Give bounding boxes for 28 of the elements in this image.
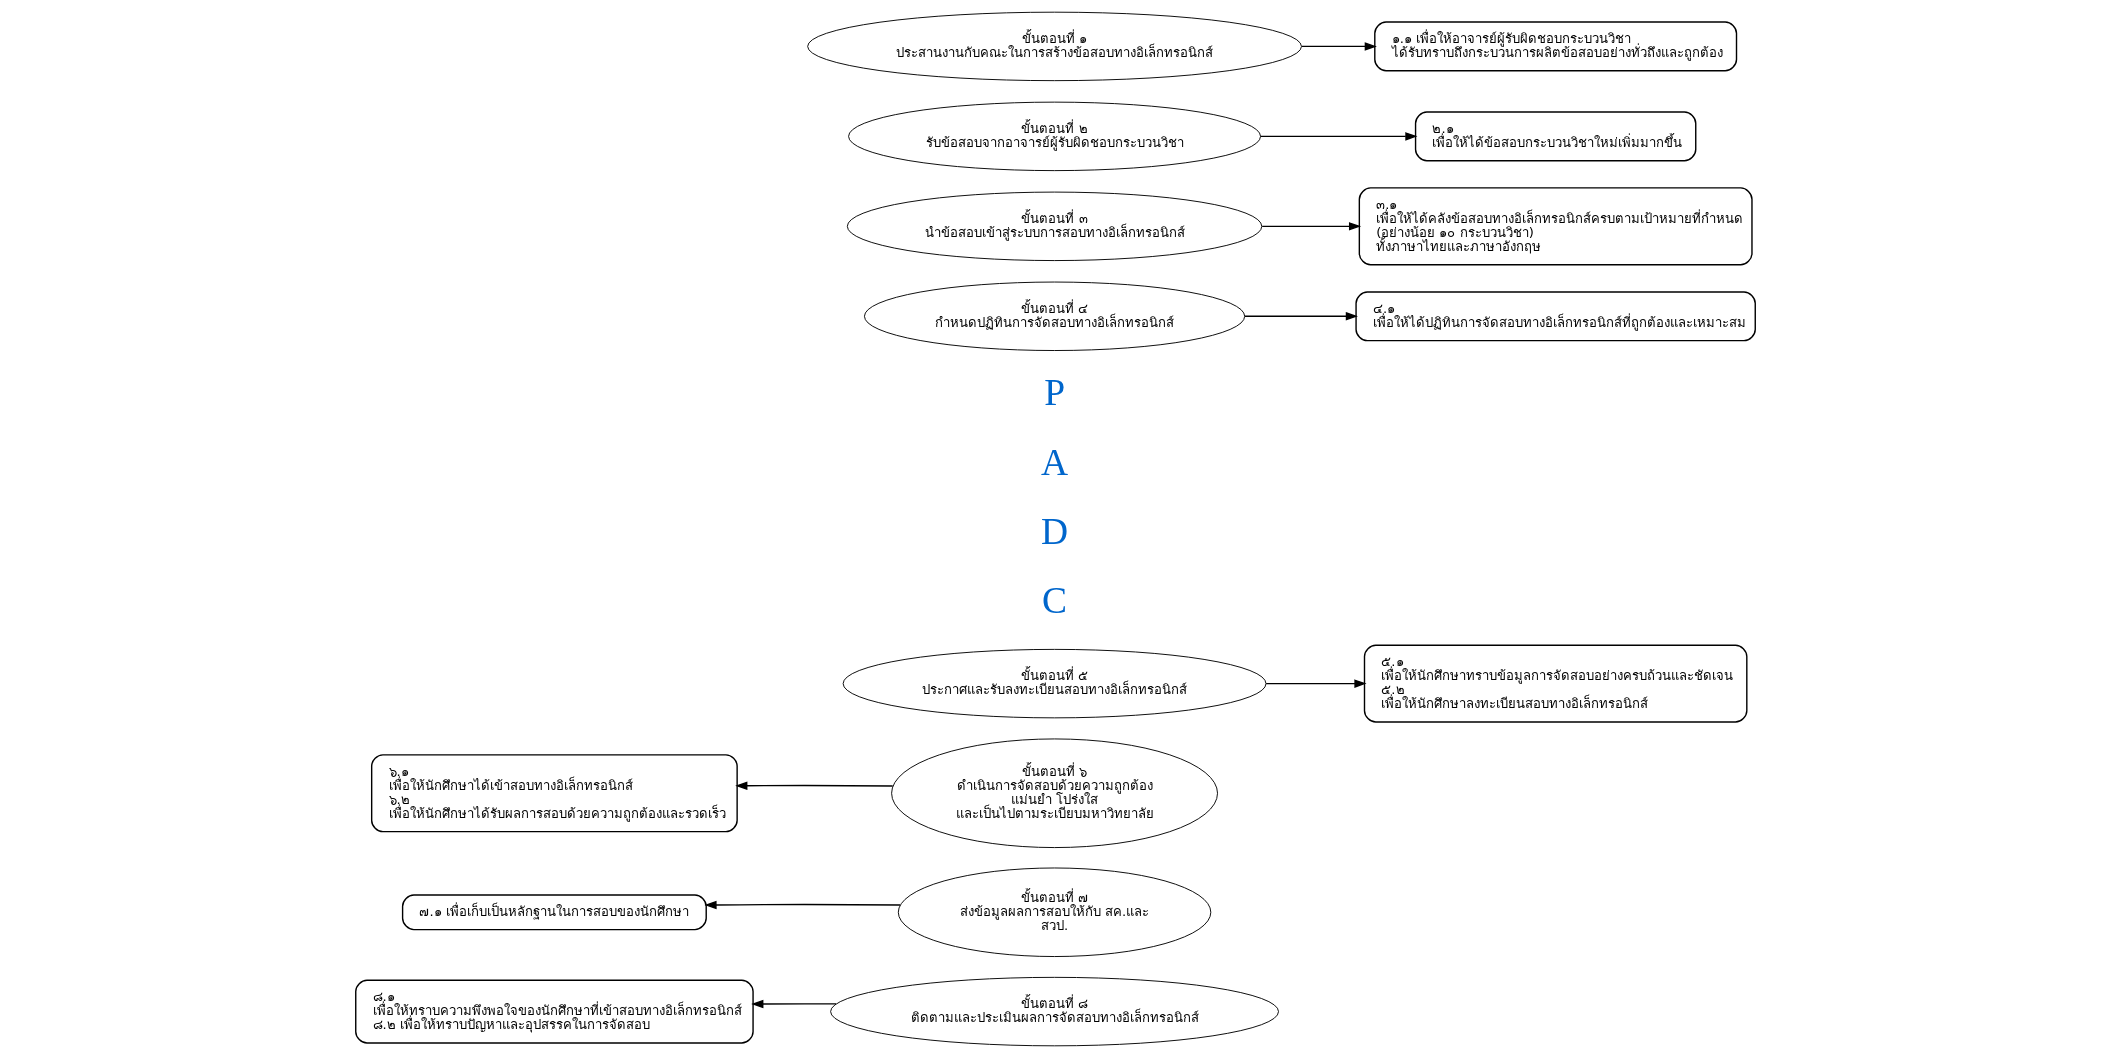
arrow [1261,222,1362,231]
node-box: ๒.๑ เพื่อให้ได้ข้อสอบกระบวนวิชาใหม่เพิ่มมากขึ้น [1414,111,1697,162]
node-ellipse: ขั้นตอนที่ ๑ ประสานงานกับคณะในการสร้างข้อสอบทางอิเล็กทรอนิกส์ [807,11,1302,82]
label: A [1041,441,1069,483]
arrow [1260,132,1418,141]
label: P [1044,372,1065,414]
arrow [1301,42,1377,51]
node-ellipse: ขั้นตอนที่ ๖ ดำเนินการจัดสอบด้วยความถูกต้อง แม่นยำ โปร่งใส และเป็นไปตามระเบียบมหาวิทยาลัย [891,738,1218,849]
arrow [1265,679,1367,688]
arrow [1244,312,1358,321]
node-ellipse: ขั้นตอนที่ ๕ ประกาศและรับลงทะเบียนสอบทางอิเล็กทรอนิกส์ [842,648,1267,719]
node-box: ๘.๑ เพื่อให้ทราบความพึงพอใจของนักศึกษาที่เข้าสอบทางอิเล็กทรอนิกส์ ๘.๒ เพื่อให้ทราบปัญหาและอุปสรรคในการจัดสอบ [355,979,754,1044]
label: D [1041,510,1069,552]
node-ellipse: ขั้นตอนที่ ๔ กำหนดปฏิทินการจัดสอบทางอิเล็กทรอนิกส์ [864,281,1246,351]
arrow [751,999,837,1009]
node-box: ๗.๑ เพื่อเก็บเป็นหลักฐานในการสอบของนักศึกษา [401,894,707,931]
node-box: ๖.๑ เพื่อให้นักศึกษาได้เข้าสอบทางอิเล็กทรอนิกส์ ๖.๒ เพื่อให้นักศึกษาได้รับผลการสอบด้วยความถูกต้องและรวดเร็ว [370,754,738,833]
node-ellipse: ขั้นตอนที่ ๓ นำข้อสอบเข้าสู่ระบบการสอบทางอิเล็กทรอนิกส์ [846,191,1263,262]
arrow [704,900,901,910]
node-ellipse: ขั้นตอนที่ ๗ ส่งข้อมูลผลการสอบให้กับ สค.และ สวป. [897,867,1212,957]
node-box: ๔.๑ เพื่อให้ได้ปฏิทินการจัดสอบทางอิเล็กทรอนิกส์ที่ถูกต้องและเหมาะสม [1355,291,1756,342]
label: C [1042,580,1068,622]
node-box: ๓.๑ เพื่อให้ได้คลังข้อสอบทางอิเล็กทรอนิกส์ครบตามเป้าหมายที่กำหนด (อย่างน้อย ๑๐ กระบวนวิชา) ทั้งภาษาไทยและภาษาอังกฤษ [1358,187,1753,266]
node-box: ๕.๑ เพื่อให้นักศึกษาทราบข้อมูลการจัดสอบอย่างครบถ้วนและชัดเจน ๕.๒ เพื่อให้นักศึกษาลงทะเบียนสอบทางอิเล็กทรอนิกส์ [1363,644,1748,723]
node-ellipse: ขั้นตอนที่ ๘ ติดตามและประเมินผลการจัดสอบทางอิเล็กทรอนิกส์ [830,976,1279,1047]
arrow [735,781,894,790]
node-box: ๑.๑ เพื่อให้อาจารย์ผู้รับผิดชอบกระบวนวิชา ได้รับทราบถึงกระบวนการผลิตข้อสอบอย่างทั่วถึงและถูกต้อง [1374,21,1738,72]
node-ellipse: ขั้นตอนที่ ๒ รับข้อสอบจากอาจารย์ผู้รับผิดชอบกระบวนวิชา [848,101,1261,172]
